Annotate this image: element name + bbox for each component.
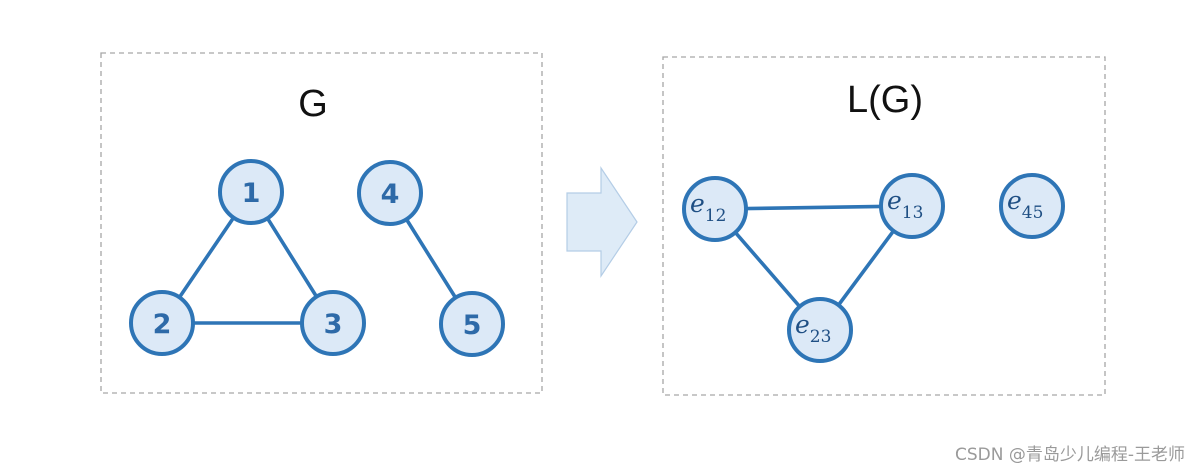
graph-g-node-label: 2 (153, 309, 172, 340)
graph-g-node-5: 5 (439, 291, 505, 357)
graph-g-node-1: 1 (218, 159, 284, 225)
panel-lg: L(G) e12 e13 e23 e45 (662, 56, 1106, 396)
graph-g-node-2: 2 (129, 290, 195, 356)
right-arrow-icon (566, 166, 638, 278)
graph-g-node-label: 4 (381, 179, 400, 210)
graph-g-node-3: 3 (300, 290, 366, 356)
graph-lg-node-e12: e12 (682, 176, 748, 242)
graph-lg-node-circle (999, 173, 1065, 239)
graph-g-node-label: 1 (242, 178, 261, 209)
panel-g: G 1 2 3 4 5 (100, 52, 543, 394)
graph-lg-node-label: e45 (1007, 186, 1043, 223)
graph-lg-node-circle (787, 297, 853, 363)
graph-lg-node-e45: e45 (999, 173, 1065, 239)
graph-lg-node-e13: e13 (879, 173, 945, 239)
graph-g-node-label: 5 (463, 310, 482, 341)
panel-g-title: G (298, 83, 328, 125)
graph-g-node-circle (129, 290, 195, 356)
watermark-text: CSDN @青岛少儿编程-王老师 (954, 445, 1185, 465)
graph-g-nodes: 1 2 3 4 5 (129, 159, 505, 357)
graph-g-node-circle (300, 290, 366, 356)
graph-lg-node-circle (682, 176, 748, 242)
panel-lg-frame (662, 56, 1106, 396)
graph-lg-node-e23: e23 (787, 297, 853, 363)
graph-g-node-circle (218, 159, 284, 225)
graph-lg-node-circle (879, 173, 945, 239)
graph-g-node-circle (439, 291, 505, 357)
graph-g-node-circle (357, 160, 423, 226)
panel-g-frame (100, 52, 543, 394)
graph-lg-node-label: e12 (690, 189, 726, 226)
graph-lg-nodes: e12 e13 e23 e45 (682, 173, 1065, 363)
panel-lg-title: L(G) (847, 79, 923, 121)
graph-g-node-4: 4 (357, 160, 423, 226)
graph-g-node-label: 3 (324, 309, 343, 340)
graph-lg-node-label: e23 (795, 310, 831, 347)
transform-arrow (566, 166, 638, 278)
graph-lg-node-label: e13 (887, 186, 923, 223)
